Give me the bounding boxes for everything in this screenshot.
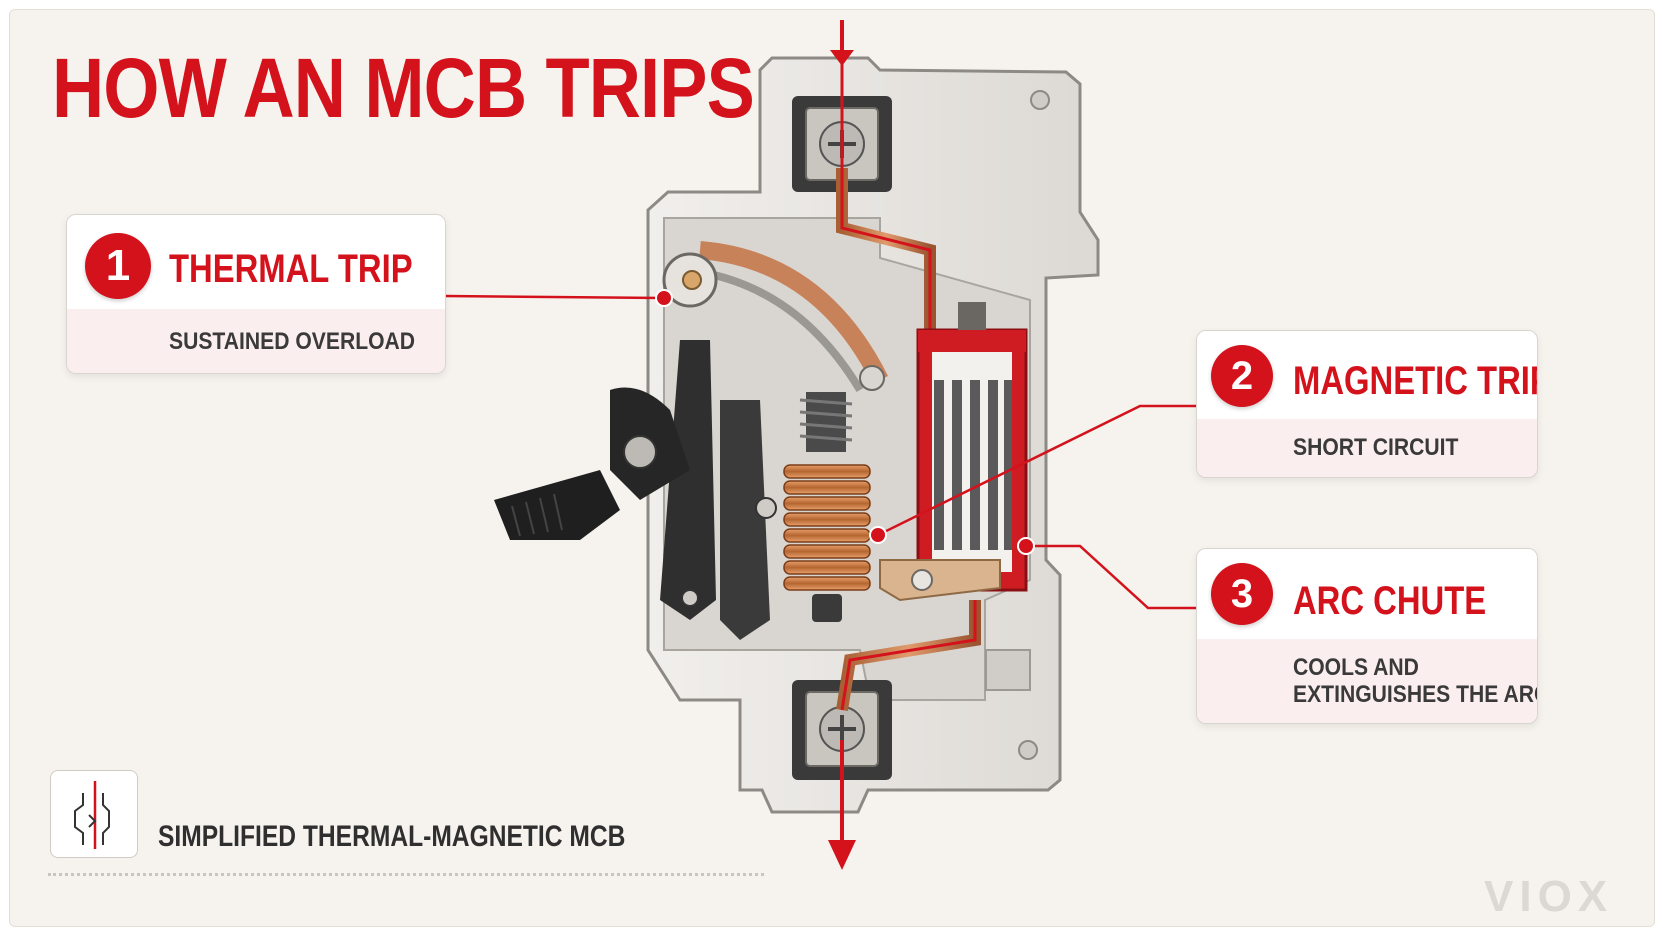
callout-subtitle-line-2: EXTINGUISHES THE ARC <box>1293 681 1538 708</box>
callout-leader-lines <box>445 294 1198 610</box>
callout-magnetic-trip: 2 MAGNETIC TRIP SHORT CIRCUIT <box>1196 330 1538 478</box>
brand-logo: VIOX <box>1484 872 1614 921</box>
bottom-terminal <box>792 680 892 780</box>
callout-title: ARC CHUTE <box>1293 579 1487 623</box>
callout-number-badge: 1 <box>85 233 151 299</box>
contact-plate <box>879 559 1001 602</box>
diagram-caption: SIMPLIFIED THERMAL-MAGNETIC MCB <box>158 820 626 853</box>
arc-chute <box>916 302 1028 592</box>
operating-handle <box>494 470 620 540</box>
callout-subtitle: SUSTAINED OVERLOAD <box>169 328 416 355</box>
callout-arc-chute: 3 ARC CHUTE COOLS AND EXTINGUISHES THE A… <box>1196 548 1538 724</box>
callout-subtitle: SHORT CIRCUIT <box>1293 434 1459 461</box>
mcb-symbol-icon <box>50 770 138 858</box>
page-title: HOW AN MCB TRIPS <box>52 41 755 135</box>
callout-thermal-trip: 1 THERMAL TRIP SUSTAINED OVERLOAD <box>66 214 446 374</box>
callout-title: MAGNETIC TRIP <box>1293 359 1538 403</box>
bimetal-strip <box>662 241 889 393</box>
current-flow-arrows <box>828 20 856 870</box>
callout-number-badge: 3 <box>1211 563 1273 625</box>
copper-conductor-path <box>836 168 981 711</box>
leader-endpoints <box>655 289 1035 555</box>
callout-subtitle-line-1: COOLS AND <box>1293 654 1419 681</box>
trip-mechanism <box>610 340 777 640</box>
callout-title: THERMAL TRIP <box>169 247 413 291</box>
magnetic-coil <box>783 392 871 622</box>
callout-number-badge: 2 <box>1211 345 1273 407</box>
divider <box>48 873 764 876</box>
